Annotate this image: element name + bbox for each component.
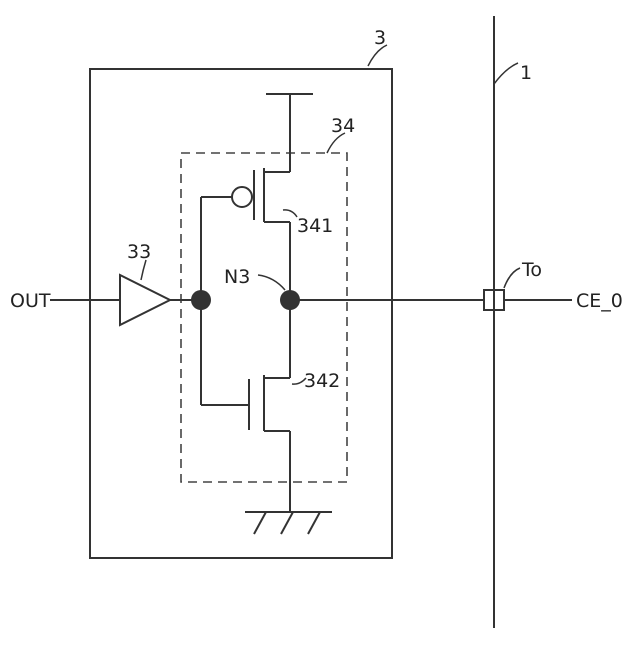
label-buffer-33: 33 (127, 241, 151, 263)
pmos-transistor-341 (201, 168, 290, 222)
leader-node-n3 (258, 275, 285, 290)
label-block-3: 3 (374, 27, 386, 49)
ground-symbol (245, 512, 332, 534)
label-terminal-to: To (521, 259, 542, 281)
leader-pmos-341 (283, 210, 297, 217)
gate-node-dot (191, 290, 211, 310)
label-output-ce0: CE_0 (576, 290, 623, 312)
block-3-outline (90, 69, 392, 558)
label-input-out: OUT (10, 290, 51, 312)
nmos-transistor-342 (201, 375, 290, 431)
leader-buffer-33 (141, 260, 146, 280)
leader-bus-line-1 (494, 63, 518, 84)
leader-terminal-to (504, 268, 520, 288)
label-block-34: 34 (331, 115, 355, 137)
buffer-33 (120, 275, 170, 325)
label-bus-line-1: 1 (520, 62, 532, 84)
label-node-n3: N3 (224, 266, 250, 288)
label-nmos-342: 342 (304, 370, 340, 392)
label-pmos-341: 341 (297, 215, 333, 237)
